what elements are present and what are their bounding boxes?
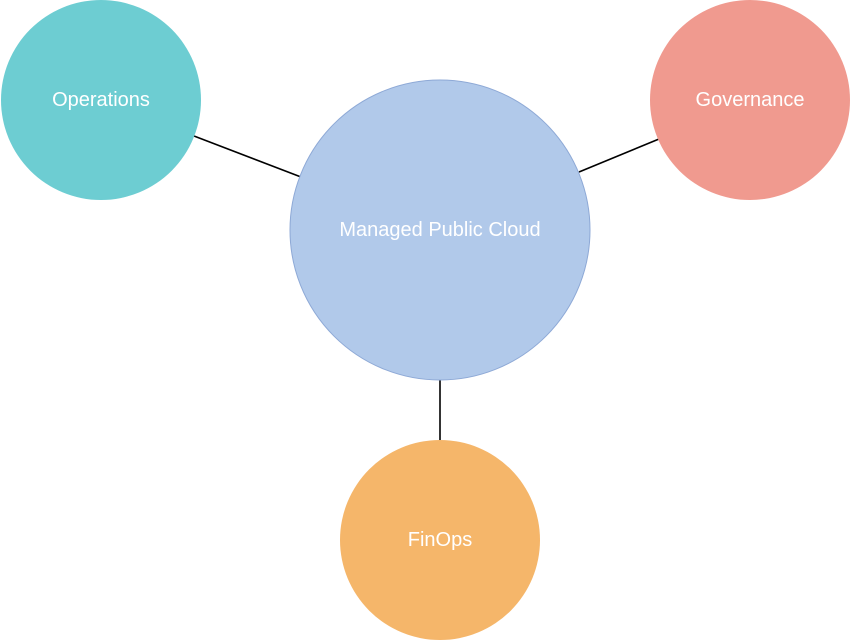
connector-governance	[578, 138, 660, 173]
connector-operations	[193, 135, 302, 178]
node-center[interactable]: Managed Public Cloud	[289, 79, 591, 381]
node-operations-label: Operations	[52, 89, 150, 111]
node-center-label: Managed Public Cloud	[339, 219, 540, 241]
node-operations[interactable]: Operations	[1, 0, 201, 200]
node-operations-circle	[1, 0, 201, 200]
node-center-circle	[289, 79, 591, 381]
node-governance-label: Governance	[696, 89, 805, 111]
node-governance-circle	[650, 0, 850, 200]
node-finops-label: FinOps	[408, 529, 472, 551]
node-governance[interactable]: Governance	[650, 0, 850, 200]
node-finops-circle	[340, 440, 540, 640]
node-finops[interactable]: FinOps	[340, 440, 540, 640]
